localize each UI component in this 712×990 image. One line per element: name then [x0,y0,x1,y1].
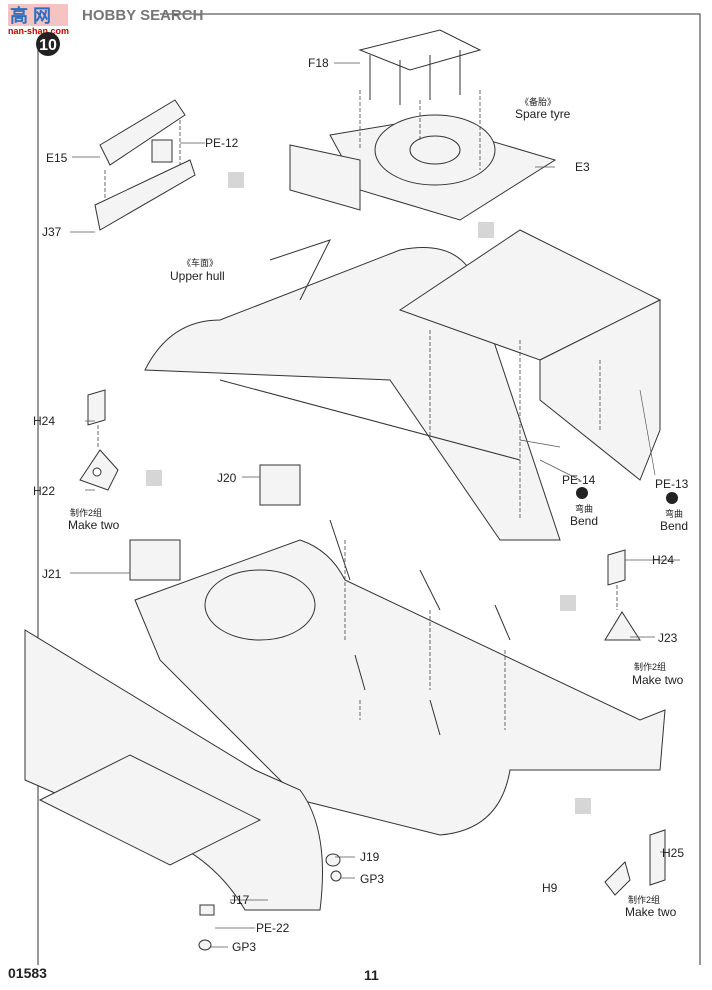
page-number: 11 [364,967,379,983]
kit-number: 01583 [8,965,47,981]
label-h24: H24 [33,414,55,428]
label-pe12: PE-12 [205,136,239,150]
watermark-site: nan-shan.com [8,26,69,36]
label-make2-cn: 制作2组 [628,894,660,905]
label-bend-cn: 弯曲 [665,508,683,519]
label-make2-en: Make two [625,905,677,919]
h25-h9-parts [604,829,666,896]
h24-h22-parts [79,389,119,491]
label-spare-en: Spare tyre [515,107,571,121]
step-badge [36,32,60,56]
label-j19: J19 [360,850,380,864]
label-e15: E15 [46,151,68,165]
watermark-logo: 高 网 HOBBY SEARCH nan-shan.com [8,4,203,36]
step-number: 10 [39,37,57,54]
direction-arrows [146,172,591,814]
label-j23: J23 [658,631,678,645]
h24-j23-parts [604,549,641,641]
page-frame [37,13,701,965]
label-h22: H22 [33,484,55,498]
svg-text:高 网: 高 网 [10,5,51,26]
label-pe14: PE-14 [562,473,596,487]
label-j20: J20 [217,471,237,485]
label-gp3: GP3 [232,940,256,954]
spare-tyre-assembly [289,29,557,221]
label-bend-en: Bend [660,519,688,533]
label-hull-cn: 《车面》 [182,257,218,268]
label-e3: E3 [575,160,590,174]
label-f18: F18 [308,56,329,70]
label-make2-en: Make two [68,518,120,532]
label-make2-en: Make two [632,673,684,687]
e15-j37-parts [94,99,196,231]
bend-icon [666,492,678,504]
label-hull-en: Upper hull [170,269,225,283]
label-make2-cn: 制作2组 [70,507,102,518]
label-bend-en: Bend [570,514,598,528]
label-pe22: PE-22 [256,921,290,935]
label-spare-cn: 《备胎》 [520,96,556,107]
watermark-brand: HOBBY SEARCH [82,7,203,24]
label-h24: H24 [652,553,674,567]
bend-icon [576,487,588,499]
label-make2-cn: 制作2组 [634,661,666,672]
label-bend-cn: 弯曲 [575,503,593,514]
upper-hull [144,229,662,541]
label-h9: H9 [542,881,558,895]
label-j17: J17 [230,893,250,907]
label-h25: H25 [662,846,684,860]
label-j21: J21 [42,567,62,581]
lower-left-hull [24,629,342,951]
lower-hull [129,464,666,836]
label-j37: J37 [42,225,62,239]
label-pe13: PE-13 [655,477,689,491]
label-gp3: GP3 [360,872,384,886]
